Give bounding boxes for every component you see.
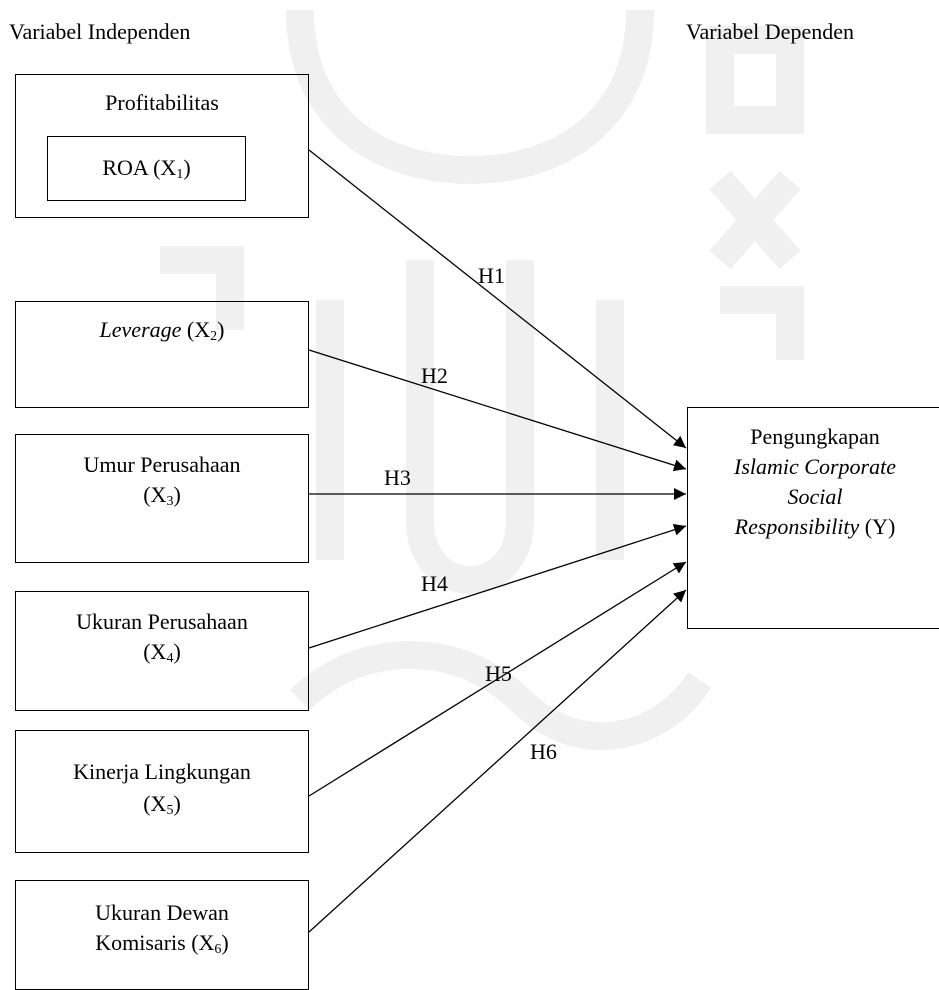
ukuran-dewan-code: Komisaris (X6) (95, 930, 229, 957)
dependent-line-1: Pengungkapan (750, 424, 880, 449)
h1-label: H1 (478, 263, 505, 288)
h5-label: H5 (485, 661, 512, 686)
ukuran-perusahaan-code: (X4) (143, 639, 181, 666)
profitabilitas-label: Profitabilitas (105, 90, 219, 115)
ukuran-dewan-label: Ukuran Dewan (95, 900, 229, 925)
h6-label: H6 (530, 739, 557, 764)
arrow-h6 (308, 589, 687, 933)
leverage-box: Leverage (X2) (15, 301, 309, 408)
dependent-heading: Variabel Dependen (686, 19, 854, 44)
arrow-h1 (308, 149, 687, 449)
ukuran-perusahaan-box: Ukuran Perusahaan (X4) (15, 591, 309, 711)
h4-label: H4 (421, 571, 448, 596)
kinerja-lingkungan-label: Kinerja Lingkungan (73, 759, 251, 784)
ukuran-dewan-komisaris-box: Ukuran Dewan Komisaris (X6) (15, 880, 309, 990)
dependent-variable-box: Pengungkapan Islamic Corporate Social Re… (687, 407, 939, 629)
roa-box: ROA (X1) (47, 136, 246, 201)
umur-perusahaan-box: Umur Perusahaan (X3) (15, 434, 309, 563)
dependent-line-2: Islamic Corporate (734, 454, 896, 479)
arrow-h2 (308, 349, 687, 472)
ukuran-perusahaan-label: Ukuran Perusahaan (76, 609, 248, 634)
dependent-line-4: Responsibility (Y) (734, 514, 896, 539)
leverage-label: Leverage (X2) (99, 317, 225, 344)
profitabilitas-box: Profitabilitas ROA (X1) (15, 74, 309, 218)
arrow-h4 (308, 523, 687, 649)
kinerja-lingkungan-code: (X5) (143, 791, 181, 818)
umur-perusahaan-label: Umur Perusahaan (83, 452, 241, 477)
roa-label: ROA (X1) (102, 155, 191, 182)
h3-label: H3 (384, 465, 411, 490)
umur-perusahaan-code: (X3) (143, 482, 181, 509)
dependent-line-3: Social (787, 484, 843, 509)
h2-label: H2 (421, 363, 448, 388)
independent-heading: Variabel Independen (9, 19, 191, 44)
kinerja-lingkungan-box: Kinerja Lingkungan (X5) (15, 730, 309, 853)
